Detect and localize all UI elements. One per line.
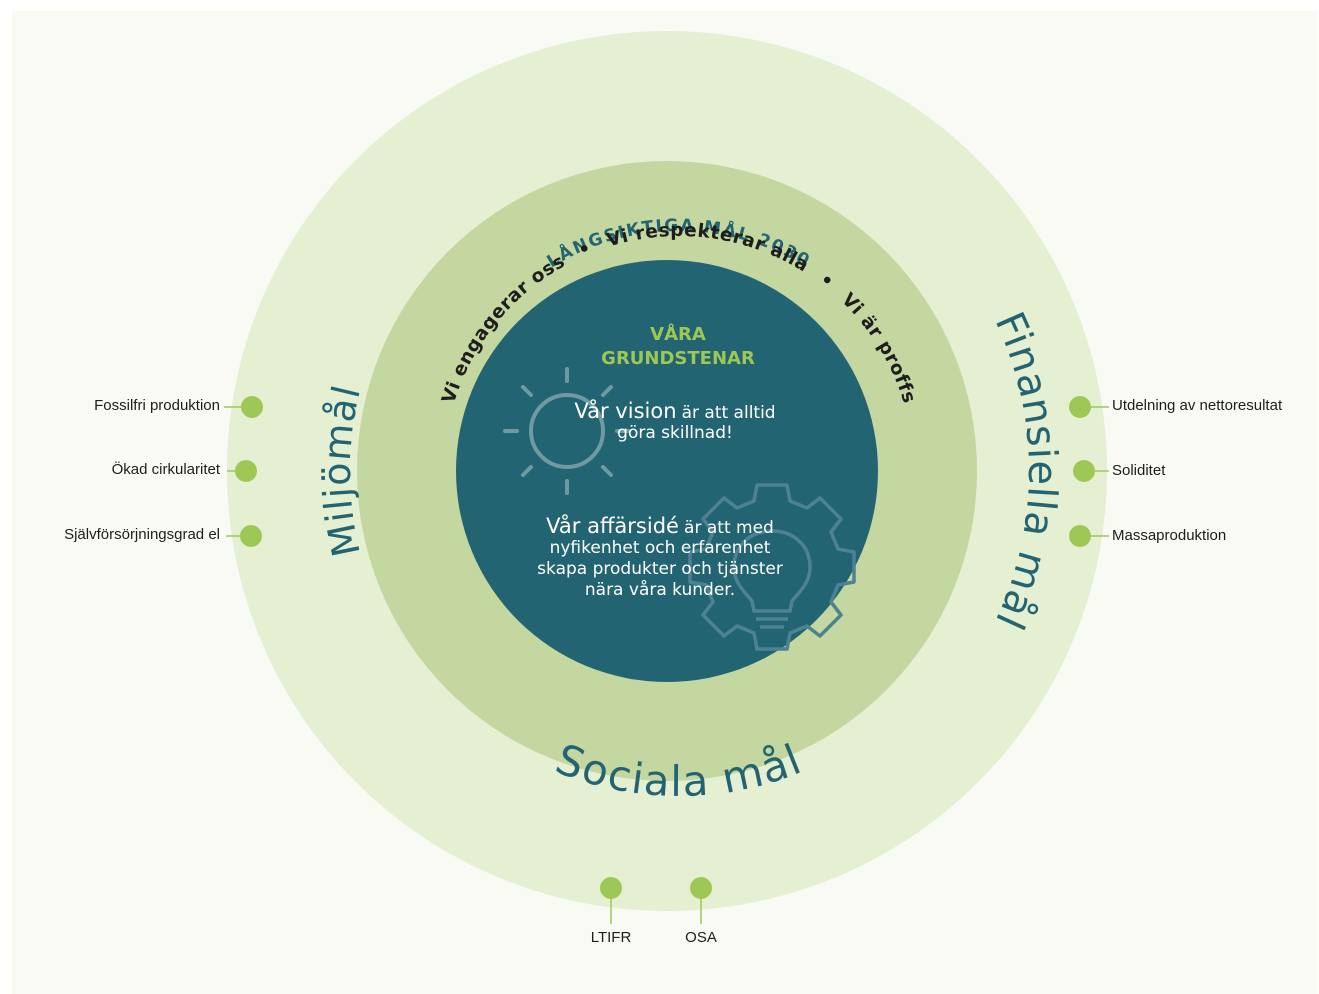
business-idea-line: nära våra kunder. <box>584 580 736 600</box>
business-idea-statement: Vår affärsidé är att med nyfikenhet och … <box>500 514 820 601</box>
sun-icon <box>503 367 631 495</box>
goal-marker <box>1073 460 1095 482</box>
vision-lead: Vår vision <box>574 399 677 423</box>
social-goal-label: LTIFR <box>590 929 632 946</box>
environment-goal-label: Fossilfri produktion <box>94 397 220 414</box>
business-idea-line: skapa produkter och tjänster <box>537 559 783 579</box>
business-idea-rest: är att med <box>684 518 774 538</box>
goal-marker <box>1069 525 1091 547</box>
vision-statement: Vår vision är att alltid göra skillnad! <box>520 399 830 444</box>
goal-marker <box>241 396 263 418</box>
business-idea-lead: Vår affärsidé <box>546 514 679 538</box>
vision-rest: är att alltid <box>681 403 776 423</box>
goal-marker <box>690 877 712 899</box>
environment-goal-markers <box>224 396 263 547</box>
financial-goal-label: Utdelning av nettoresultat <box>1112 397 1283 414</box>
goal-marker <box>1069 396 1091 418</box>
financial-goal-markers <box>1069 396 1109 547</box>
cornerstones-title: VÅRA GRUNDSTENAR <box>573 323 783 371</box>
vision-line2: göra skillnad! <box>617 423 733 443</box>
diagram-canvas: LÅNGSIKTIGA MÅL 2030 VÅRA VÄRDERINGAR Vi… <box>12 11 1317 994</box>
business-idea-line: nyfikenhet och erfarenhet <box>549 538 771 558</box>
goal-marker <box>235 460 257 482</box>
environment-goal-label: Ökad cirkularitet <box>111 461 220 478</box>
financial-goal-label: Soliditet <box>1112 462 1166 479</box>
cornerstones-title-line2: GRUNDSTENAR <box>601 348 755 369</box>
cornerstones-title-line1: VÅRA <box>650 324 706 345</box>
gear-lightbulb-icon <box>688 483 856 651</box>
environment-goal-label: Självförsörjningsgrad el <box>64 526 220 543</box>
financial-goal-label: Massaproduktion <box>1112 527 1227 544</box>
social-goal-markers <box>600 877 712 924</box>
social-goal-label: OSA <box>685 929 717 946</box>
goals-diagram: LÅNGSIKTIGA MÅL 2030 VÅRA VÄRDERINGAR Vi… <box>224 31 1109 924</box>
core-circle <box>456 260 878 682</box>
goal-marker <box>240 525 262 547</box>
goal-marker <box>600 877 622 899</box>
